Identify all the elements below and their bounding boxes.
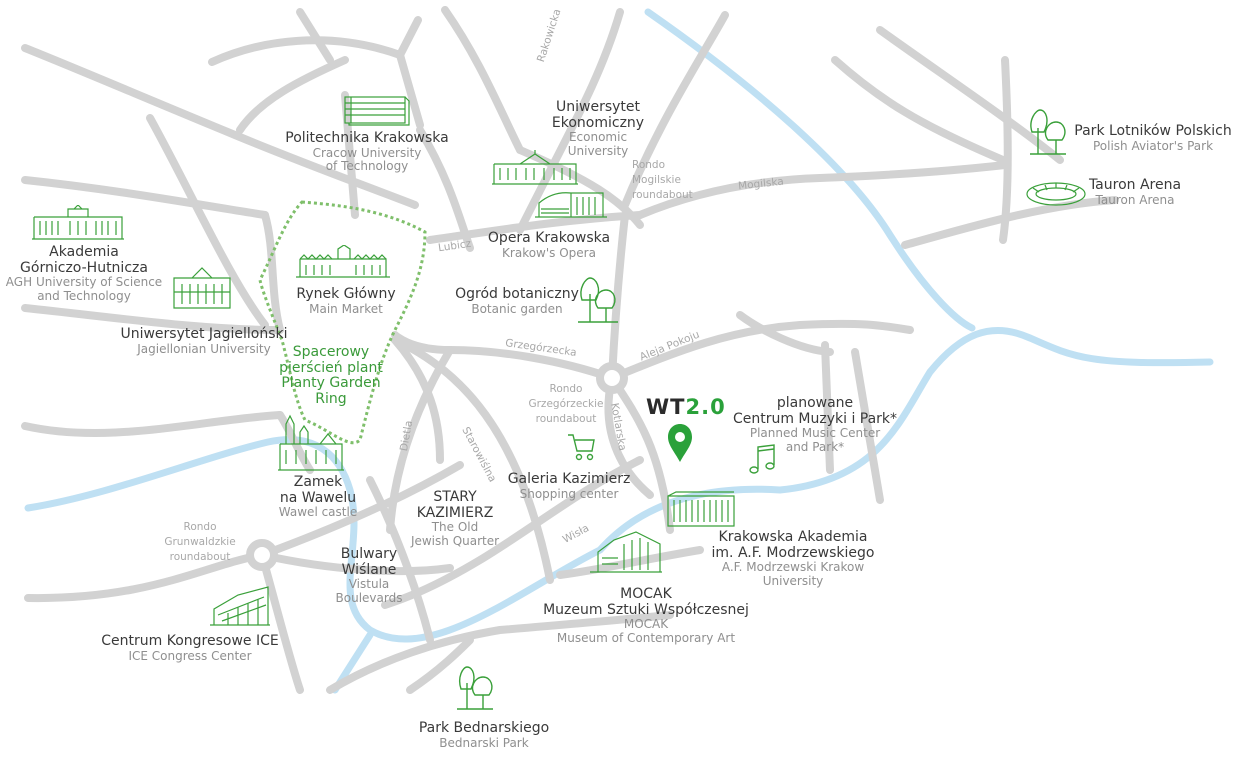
label-ice-congress: Centrum Kongresowe ICE ICE Congress Cent… bbox=[101, 633, 279, 663]
agh-building-icon bbox=[32, 205, 124, 240]
wt20-logo: WT2.0 bbox=[646, 395, 726, 419]
label-park-lotnikow: Park Lotników Polskich Polish Aviator's … bbox=[1074, 123, 1232, 153]
label-galeria-kazimierz: Galeria Kazimierz Shopping center bbox=[507, 471, 631, 501]
label-kazimierz: STARY KAZIMIERZ The Old Jewish Quarter bbox=[410, 489, 500, 548]
label-opera: Opera Krakowska Krakow's Opera bbox=[487, 230, 611, 260]
label-planty-ring: Spacerowy pierścień plant Planty Garden … bbox=[279, 344, 383, 408]
location-pin-icon bbox=[668, 424, 692, 462]
label-bulwary: Bulwary Wiślane Vistula Boulevards bbox=[335, 546, 403, 605]
academy-building-icon bbox=[667, 491, 735, 527]
label-politechnika: Politechnika Krakowska Cracow University… bbox=[285, 130, 449, 174]
arena-icon bbox=[1026, 182, 1086, 206]
opera-building-icon bbox=[535, 192, 607, 218]
congress-center-icon bbox=[210, 586, 270, 626]
wawel-castle-icon bbox=[278, 414, 344, 471]
university-building-icon bbox=[492, 150, 578, 185]
label-tauron-arena: Tauron Arena Tauron Arena bbox=[1088, 177, 1182, 207]
bednarski-park-icon bbox=[457, 666, 493, 710]
label-agh: Akademia Górniczo-Hutnicza AGH Universit… bbox=[5, 244, 163, 303]
label-park-bednarskiego: Park Bednarskiego Bednarski Park bbox=[418, 720, 550, 750]
label-wawel: Zamek na Wawelu Wawel castle bbox=[278, 474, 358, 520]
label-botanic-garden: Ogród botaniczny Botanic garden bbox=[455, 286, 579, 316]
botanic-tree-icon bbox=[578, 277, 618, 323]
park-trees-icon bbox=[1030, 109, 1066, 155]
label-jagiellonian: Uniwersytet Jagielloński Jagiellonian Un… bbox=[120, 326, 288, 356]
music-notes-icon bbox=[749, 444, 775, 474]
label-rynek: Rynek Główny Main Market bbox=[296, 286, 396, 316]
jagiellonian-building-icon bbox=[173, 267, 231, 309]
label-modrzewski: Krakowska Akademia im. A.F. Modrzewskieg… bbox=[711, 529, 875, 588]
building-icon bbox=[344, 96, 410, 126]
label-music-center: planowane Centrum Muzyki i Park* Planned… bbox=[732, 395, 898, 454]
roundabout-markers bbox=[246, 362, 628, 571]
label-mocak: MOCAK Muzeum Sztuki Współczesnej MOCAK M… bbox=[543, 586, 749, 645]
shopping-cart-icon bbox=[568, 434, 595, 461]
market-hall-icon bbox=[296, 245, 390, 278]
road-network bbox=[21, 6, 1119, 694]
museum-building-icon bbox=[590, 531, 662, 573]
label-ekonomiczny: Uniwersytet Ekonomiczny Economic Univers… bbox=[551, 99, 645, 158]
planty-garden-ring bbox=[258, 200, 427, 445]
